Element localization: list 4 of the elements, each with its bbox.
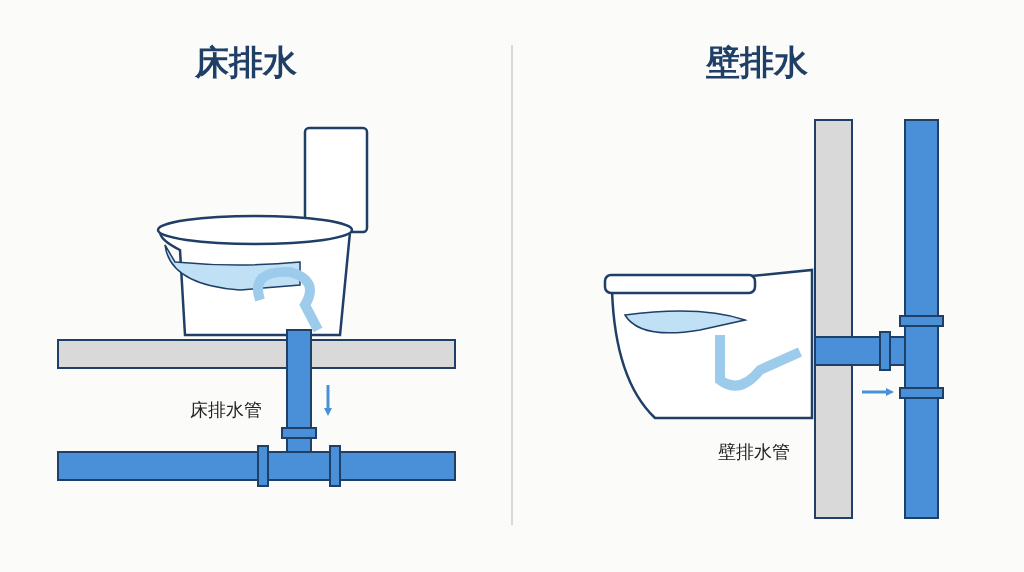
panel-title: 床排水 <box>195 41 297 84</box>
panel-title: 壁排水 <box>706 41 808 84</box>
pipe-label: 床排水管 <box>190 398 262 422</box>
pipe-label: 壁排水管 <box>718 440 790 464</box>
